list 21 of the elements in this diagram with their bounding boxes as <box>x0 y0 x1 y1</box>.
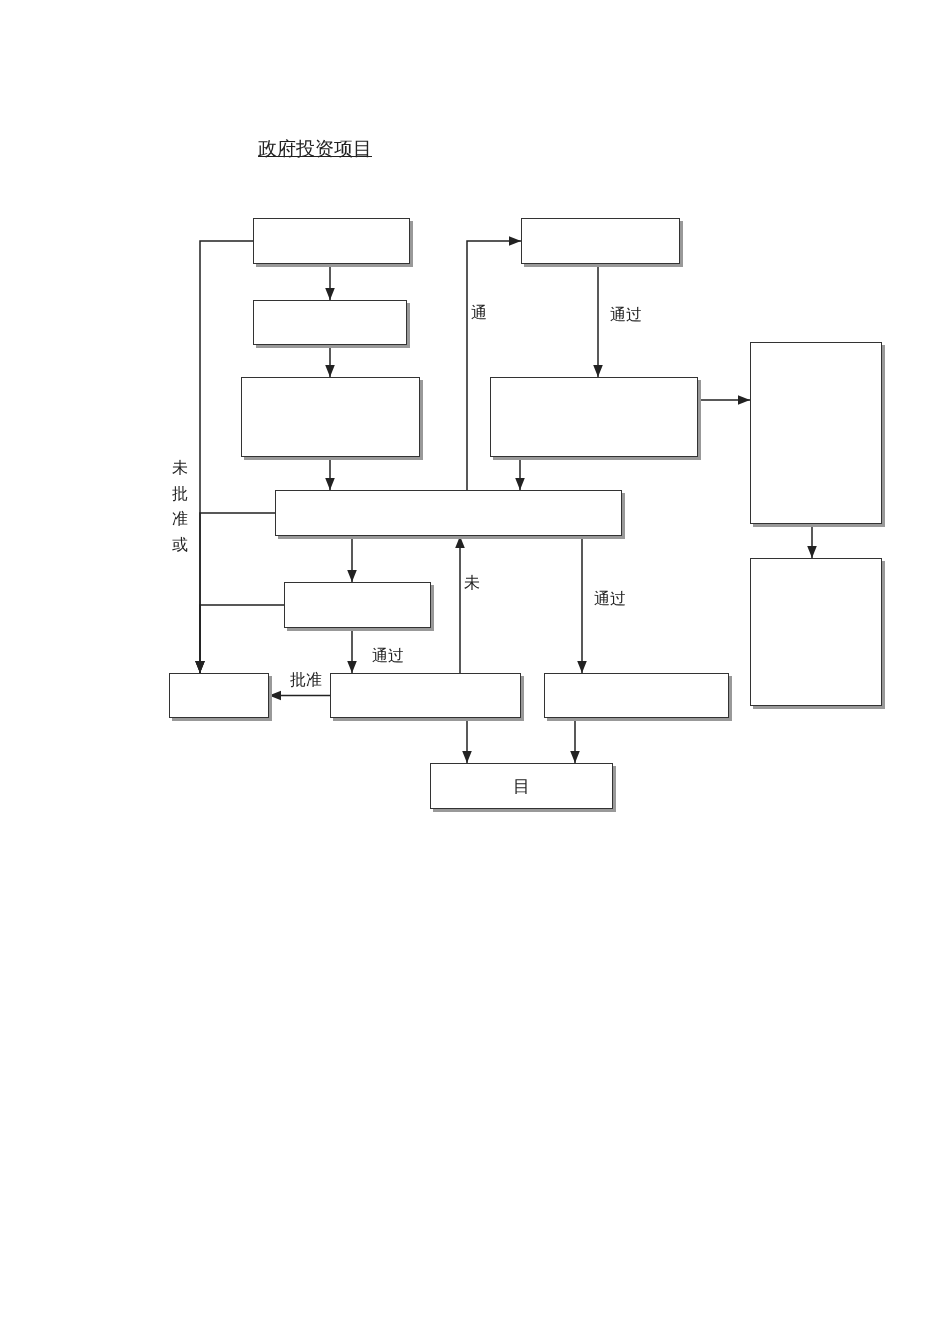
process-box <box>330 673 521 718</box>
process-box <box>169 673 269 718</box>
process-box <box>544 673 729 718</box>
process-box <box>430 763 613 809</box>
process-box <box>490 377 698 457</box>
process-box <box>253 300 407 345</box>
process-box <box>275 490 622 536</box>
edge-label: 通过 <box>610 305 642 325</box>
box-text: 目 <box>513 774 530 798</box>
process-box <box>241 377 420 457</box>
arrow <box>466 236 522 491</box>
process-box <box>521 218 680 264</box>
process-box <box>750 342 882 524</box>
edge-label: 批准 <box>290 670 322 690</box>
process-box <box>253 218 410 264</box>
edge-label: 通过 <box>594 589 626 609</box>
edge-label: 通过 <box>372 646 404 666</box>
arrow <box>195 604 285 674</box>
column-heading: 政府投资项目 <box>258 136 372 161</box>
process-box <box>750 558 882 706</box>
process-box <box>284 582 431 628</box>
